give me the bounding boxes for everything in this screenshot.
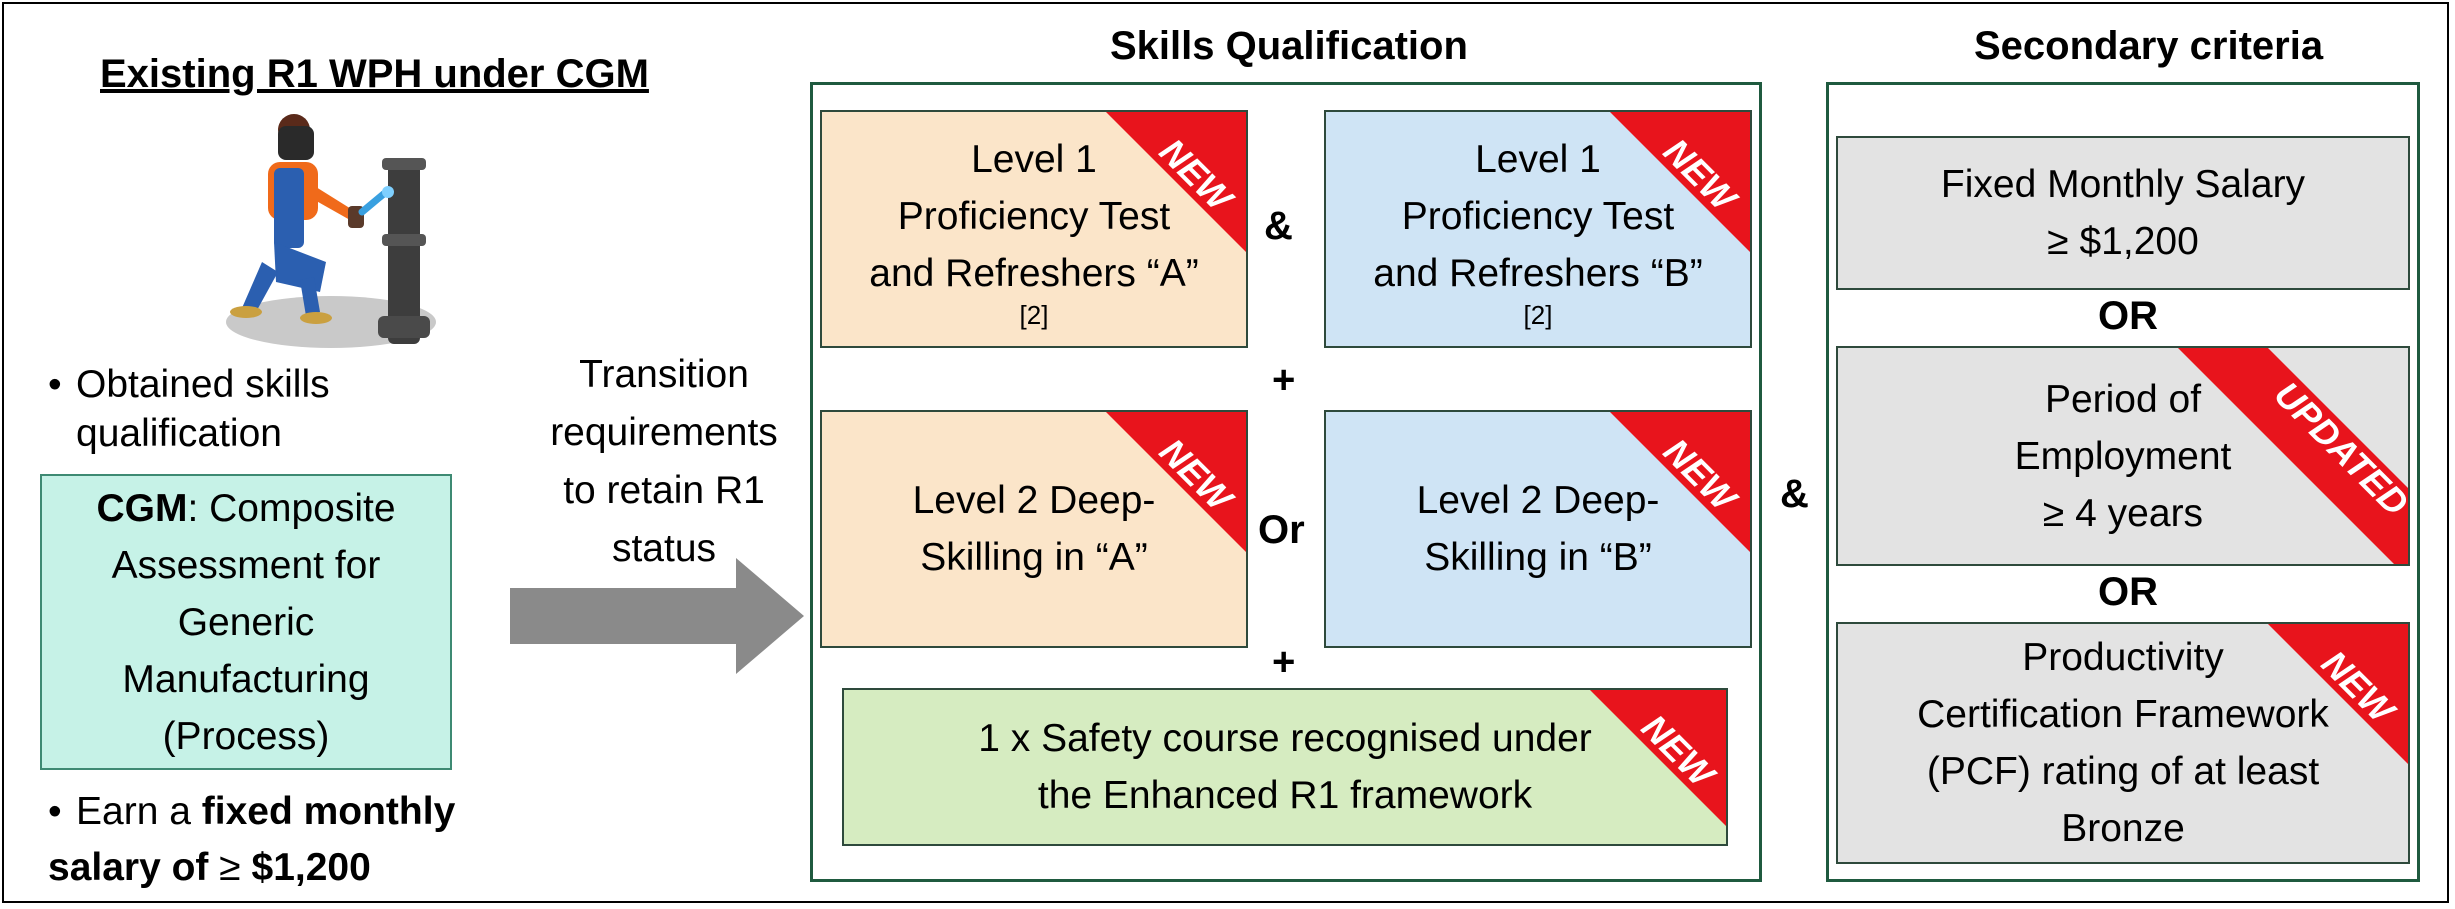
level2-b-line1: Level 2 Deep- (1416, 479, 1660, 522)
welder-illustration (226, 114, 436, 348)
new-ribbon: NEW (1106, 412, 1246, 552)
cgm-line-4: Manufacturing (122, 657, 370, 701)
skills-qualification-frame (810, 82, 1762, 882)
cgm-abbrev: CGM (96, 486, 188, 530)
transition-line: status (611, 527, 717, 570)
bullet-line-2: qualification (76, 412, 282, 455)
safety-line2: the Enhanced R1 framework (1037, 774, 1533, 817)
existing-r1-title: Existing R1 WPH under CGM (100, 52, 649, 96)
salary-line2: ≥ $1,200 (2047, 220, 2199, 263)
level1-a-line3: and Refreshers “A” (869, 251, 1199, 295)
transition-line: Transition (579, 353, 749, 396)
cgm-composite: : Composite (187, 486, 396, 530)
cgm-line-3: Generic (177, 600, 315, 644)
level1-a-reference: [2] (1019, 299, 1049, 330)
pcf-line2: Certification Framework (1917, 693, 2329, 736)
bullet-earn-salary: • Earn a fixed monthly salary of ≥ $1,20… (48, 784, 488, 894)
level2-a-line2: Skilling in “A” (920, 536, 1148, 579)
salary-line1: Fixed Monthly Salary (1940, 163, 2306, 206)
safety-line1: 1 x Safety course recognised under (978, 717, 1592, 760)
safety-course-card: 1 x Safety course recognised under the E… (842, 688, 1728, 846)
pcf-line4: Bronze (2061, 807, 2185, 850)
cgm-line-5: (Process) (162, 714, 330, 758)
transition-line: requirements (550, 411, 778, 454)
new-ribbon: NEW (1590, 690, 1726, 826)
level1-card-b: Level 1 Proficiency Test and Refreshers … (1324, 110, 1752, 348)
updated-ribbon: UPDATED (2168, 348, 2408, 564)
bullet-text: Earn a fixed monthly salary of ≥ $1,200 (48, 784, 456, 896)
or-operator-2: OR (2098, 570, 2158, 614)
level2-a-line1: Level 2 Deep- (912, 479, 1156, 522)
new-ribbon: NEW (2268, 624, 2408, 764)
level1-b-line3: and Refreshers “B” (1373, 251, 1703, 295)
pcf-card: Productivity Certification Framework (PC… (1836, 622, 2410, 864)
bullet-text: Obtained skills qualification (76, 360, 330, 458)
bullet-dot: • (48, 363, 62, 406)
cgm-line-2: Assessment for (111, 543, 381, 587)
period-of-employment-card: Period of Employment ≥ 4 years UPDATED (1836, 346, 2410, 566)
level1-card-a: Level 1 Proficiency Test and Refreshers … (820, 110, 1248, 348)
bullet-dot: • (48, 790, 62, 833)
earn-bold-3: $1,200 (240, 846, 371, 889)
level1-b-line1: Level 1 (1475, 137, 1601, 181)
earn-bold-1: fixed monthly (201, 790, 456, 833)
level1-b-reference: [2] (1523, 299, 1553, 330)
fixed-salary-card: Fixed Monthly Salary ≥ $1,200 (1836, 136, 2410, 290)
and-operator-between-sections: & (1780, 472, 1809, 516)
plus-operator-1: + (1272, 358, 1296, 402)
level2-card-a: Level 2 Deep- Skilling in “A” NEW (820, 410, 1248, 648)
bullet-obtained-skills: • Obtained skills qualification (48, 360, 448, 460)
pcf-line3: (PCF) rating of at least (1926, 750, 2320, 793)
level2-card-b: Level 2 Deep- Skilling in “B” NEW (1324, 410, 1752, 648)
earn-prefix: Earn a (76, 790, 202, 833)
period-line1: Period of (2044, 377, 2202, 421)
cgm-box: CGM: Composite Assessment for Generic Ma… (40, 474, 452, 770)
skills-qualification-title: Skills Qualification (1110, 24, 1468, 68)
level1-a-line1: Level 1 (971, 137, 1097, 181)
new-ribbon: NEW (1106, 112, 1246, 252)
transition-arrow (510, 558, 804, 674)
earn-symbol: ≥ (219, 846, 241, 889)
or-operator-level2: Or (1258, 508, 1305, 552)
and-operator-level1: & (1264, 204, 1293, 248)
level1-b-line2: Proficiency Test (1401, 194, 1675, 238)
plus-operator-2: + (1272, 640, 1296, 684)
new-ribbon: NEW (1610, 112, 1750, 252)
period-line3: ≥ 4 years (2042, 491, 2204, 535)
secondary-criteria-title: Secondary criteria (1974, 24, 2324, 68)
or-operator-1: OR (2098, 294, 2158, 338)
pcf-line1: Productivity (2022, 636, 2224, 679)
period-line2: Employment (2014, 434, 2232, 478)
earn-bold-2: salary of (48, 846, 220, 889)
level2-b-line2: Skilling in “B” (1424, 536, 1652, 579)
cgm-line-1: CGM: Composite (96, 480, 395, 537)
transition-line: to retain R1 (563, 469, 765, 512)
secondary-criteria-frame (1826, 82, 2420, 882)
level1-a-line2: Proficiency Test (897, 194, 1171, 238)
new-ribbon: NEW (1610, 412, 1750, 552)
transition-text: Transition requirements to retain R1 sta… (534, 346, 794, 578)
bullet-line-1: Obtained skills (76, 363, 330, 406)
